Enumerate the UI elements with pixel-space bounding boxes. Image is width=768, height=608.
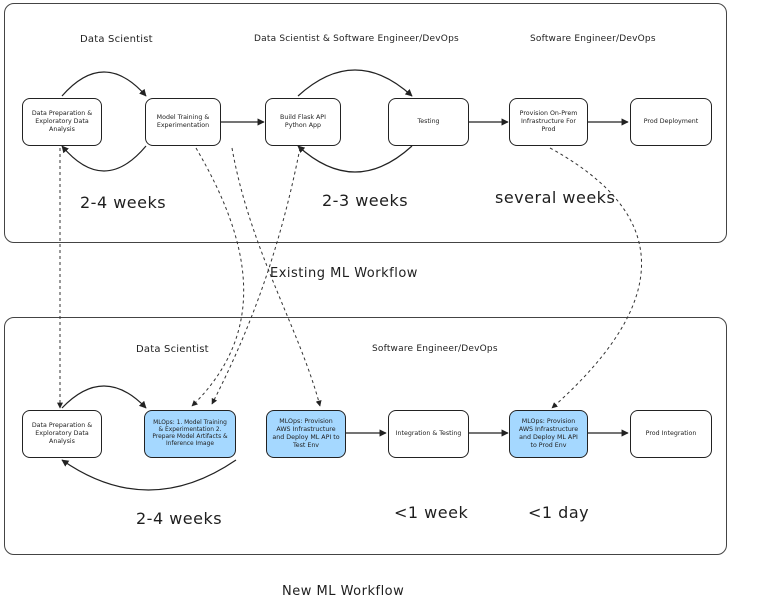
mapping-arrow xyxy=(231,147,322,407)
new-workflow-panel xyxy=(4,317,727,555)
step-model-training[interactable]: Model Training & Experimentation xyxy=(145,98,221,146)
step-data-preparation[interactable]: Data Preparation & Exploratory Data Anal… xyxy=(22,98,102,146)
loop-arrow xyxy=(61,459,237,491)
step-mlops-training[interactable]: MLOps: 1. Model Training & Experimentati… xyxy=(144,410,236,458)
role-label: Data Scientist & Software Engineer/DevOp… xyxy=(254,34,459,44)
step-data-preparation[interactable]: Data Preparation & Exploratory Data Anal… xyxy=(22,410,102,458)
step-mlops-provision-prod[interactable]: MLOps: Provision AWS Infrastructure and … xyxy=(509,410,588,458)
duration-label: <1 week xyxy=(394,503,469,522)
duration-label: 2-4 weeks xyxy=(80,193,167,212)
step-provision-onprem[interactable]: Provision On-Prem Infrastructure For Pro… xyxy=(509,98,588,146)
step-testing[interactable]: Testing xyxy=(388,98,469,146)
loop-arrow xyxy=(297,69,413,97)
step-mlops-provision-test[interactable]: MLOps: Provision AWS Infrastructure and … xyxy=(266,410,346,458)
mapping-arrow xyxy=(211,147,301,405)
role-label: Data Scientist xyxy=(80,34,153,45)
duration-label: 2-3 weeks xyxy=(322,191,409,210)
role-label: Software Engineer/DevOps xyxy=(372,344,498,354)
loop-arrow xyxy=(61,145,147,172)
step-prod-integration[interactable]: Prod Integration xyxy=(630,410,712,458)
role-label: Data Scientist xyxy=(136,344,209,355)
existing-workflow-caption: Existing ML Workflow xyxy=(270,266,418,281)
new-workflow-caption: New ML Workflow xyxy=(282,584,405,599)
mapping-arrow xyxy=(191,147,245,407)
loop-arrow xyxy=(61,71,147,97)
mapping-arrow xyxy=(549,147,642,409)
loop-arrow xyxy=(297,145,413,173)
step-integration-testing[interactable]: Integration & Testing xyxy=(388,410,469,458)
step-build-flask-api[interactable]: Build Flask API Python App xyxy=(265,98,341,146)
role-label: Software Engineer/DevOps xyxy=(530,34,656,44)
existing-workflow-panel xyxy=(4,3,727,243)
duration-label: several weeks xyxy=(495,188,616,207)
step-prod-deployment[interactable]: Prod Deployment xyxy=(630,98,712,146)
duration-label: 2-4 weeks xyxy=(136,509,223,528)
duration-label: <1 day xyxy=(528,503,590,522)
loop-arrow xyxy=(61,385,147,409)
